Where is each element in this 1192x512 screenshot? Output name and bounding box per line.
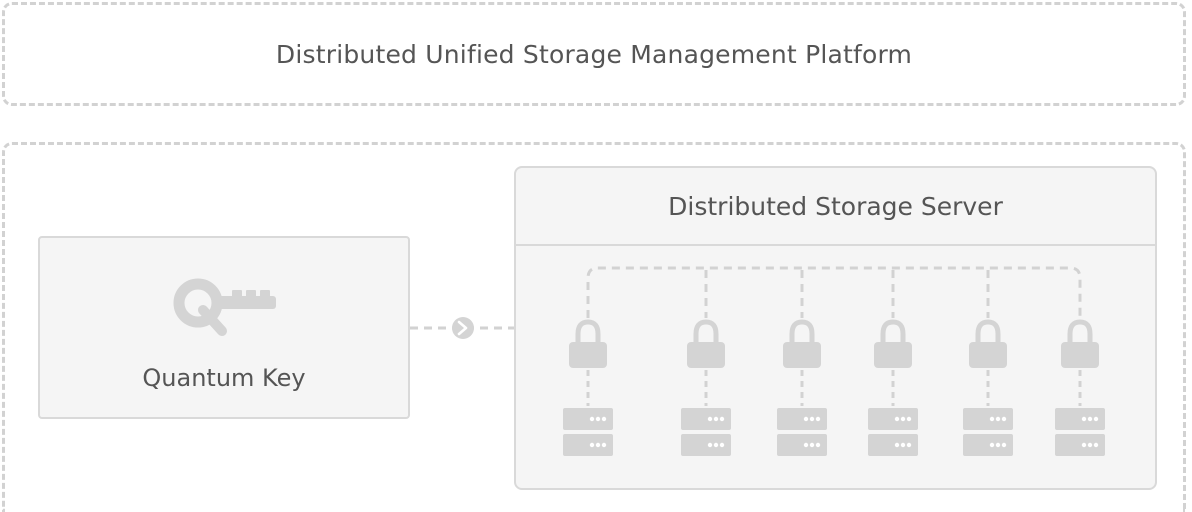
platform-title: Distributed Unified Storage Management P… [275, 39, 913, 69]
storage-node [963, 270, 1013, 456]
server-icon [563, 408, 613, 456]
lock-icon [874, 319, 912, 368]
storage-node [563, 319, 613, 456]
arrow-icon [452, 317, 474, 339]
key-icon [173, 278, 276, 336]
lock-icon [783, 319, 821, 368]
lock-icon [1061, 319, 1099, 368]
storage-node [777, 270, 827, 456]
server-icon [777, 408, 827, 456]
storage-node [1055, 319, 1105, 456]
server-icon [868, 408, 918, 456]
quantum-key-box: Quantum Key [38, 236, 410, 419]
storage-server-box: Distributed Storage Server [514, 166, 1157, 490]
storage-server-title: Distributed Storage Server [668, 191, 1003, 221]
storage-node [681, 270, 731, 456]
storage-network [563, 266, 1105, 456]
system-container [2, 142, 1186, 512]
storage-server-header: Distributed Storage Server [516, 168, 1155, 246]
quantum-key-label: Quantum Key [142, 364, 306, 392]
key-to-server-connector [410, 317, 514, 339]
platform-container: Distributed Unified Storage Management P… [2, 2, 1186, 106]
server-icon [963, 408, 1013, 456]
server-icon [1055, 408, 1105, 456]
lock-icon [969, 319, 1007, 368]
storage-node [868, 270, 918, 456]
lock-icon [569, 319, 607, 368]
lock-icon [687, 319, 725, 368]
server-icon [681, 408, 731, 456]
